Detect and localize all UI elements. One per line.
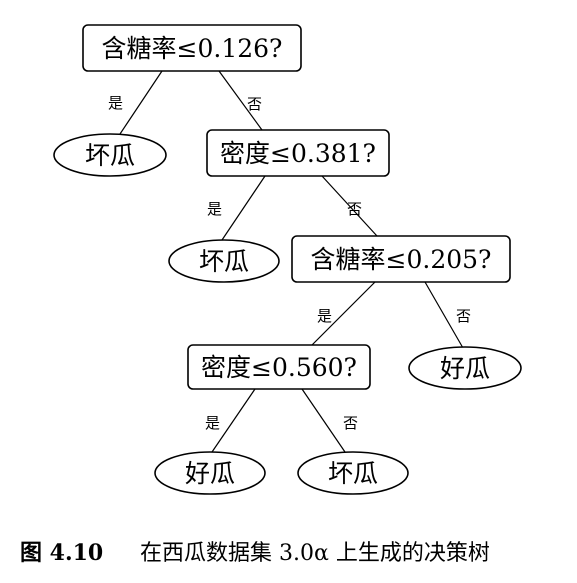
- edge-label-density381-yes: 是: [207, 200, 222, 218]
- leaf-good-melon-1: [408, 346, 522, 390]
- leaf-bad-melon-3-label: 坏瓜: [328, 459, 378, 488]
- leaf-bad-melon-3: [297, 451, 409, 495]
- leaf-bad-melon-2-label: 坏瓜: [199, 247, 249, 276]
- edge-label-density381-no: 否: [347, 200, 362, 218]
- leaf-bad-melon-2: [168, 239, 280, 283]
- edge-sugar205-yes: [311, 281, 376, 346]
- leaf-good-melon-1-label: 好瓜: [440, 354, 490, 383]
- node-density-0560-label: 密度≤0.560?: [201, 353, 357, 382]
- edge-density560-yes: [211, 388, 256, 453]
- leaf-good-melon-2: [154, 451, 266, 495]
- node-sugar-0205: [291, 235, 511, 283]
- figure-caption: 在西瓜数据集 3.0α 上生成的决策树: [140, 541, 490, 566]
- node-sugar-0126: [82, 24, 302, 72]
- leaf-bad-melon-1: [53, 133, 167, 177]
- edge-root-yes: [117, 70, 163, 138]
- node-density-0381-label: 密度≤0.381?: [220, 139, 376, 168]
- edge-label-root-no: 否: [247, 95, 262, 113]
- edge-label-root-yes: 是: [108, 94, 123, 112]
- edge-root-no: [218, 70, 263, 131]
- edge-density560-no: [301, 388, 346, 453]
- edge-label-sugar205-yes: 是: [317, 307, 332, 325]
- edge-label-sugar205-no: 否: [456, 307, 471, 325]
- edge-density381-no: [321, 175, 378, 237]
- leaf-good-melon-2-label: 好瓜: [185, 459, 235, 488]
- edge-label-density560-yes: 是: [205, 414, 220, 432]
- figure-number: 图 4.10: [20, 540, 103, 566]
- node-density-0381: [206, 129, 390, 177]
- edge-sugar205-no: [424, 281, 464, 349]
- edge-label-density560-no: 否: [343, 414, 358, 432]
- edge-density381-yes: [221, 175, 266, 241]
- node-sugar-0126-label: 含糖率≤0.126?: [102, 34, 283, 63]
- node-density-0560: [187, 344, 371, 390]
- node-sugar-0205-label: 含糖率≤0.205?: [311, 245, 492, 274]
- leaf-bad-melon-1-label: 坏瓜: [85, 141, 135, 170]
